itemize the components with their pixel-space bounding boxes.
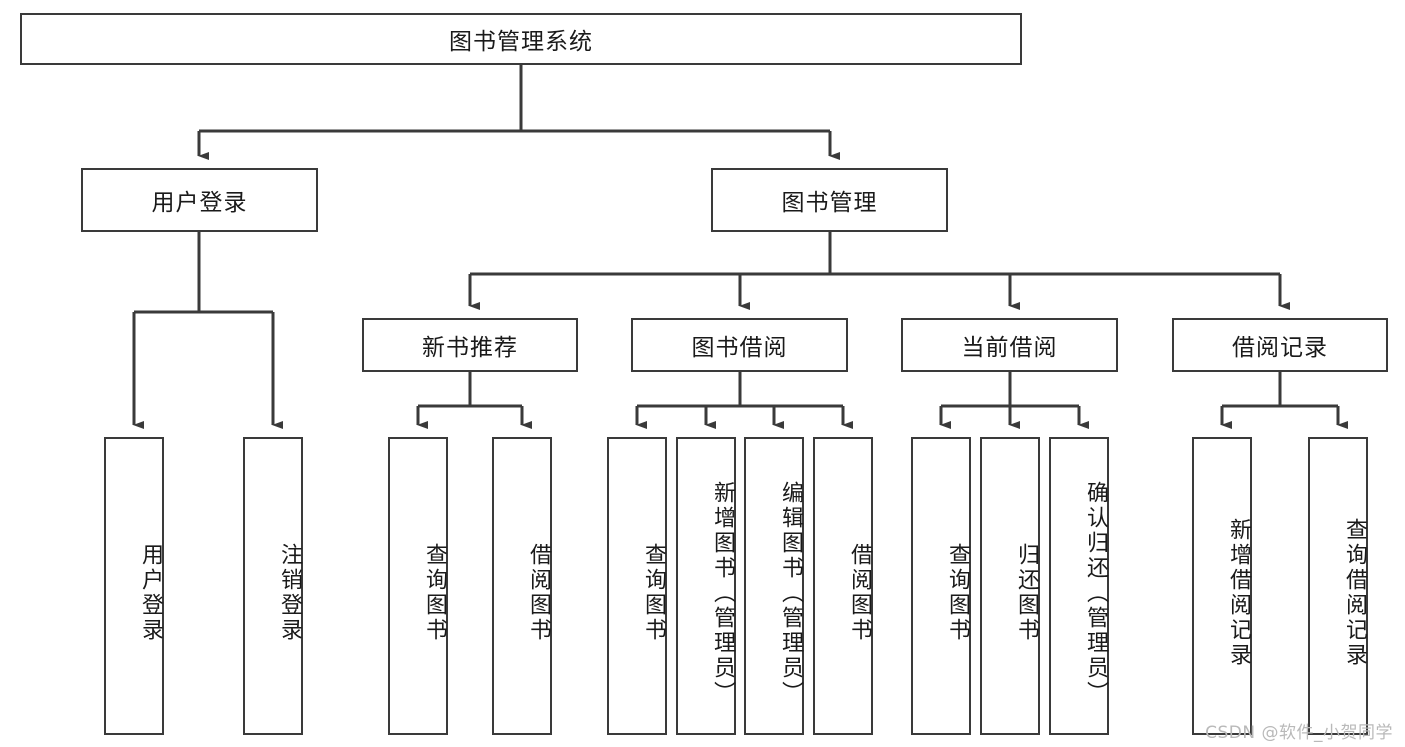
leaf-book-borrow-edit[interactable]: 编辑图书（管理员） [744, 437, 804, 735]
leaf-current-borrow-return[interactable]: 归还图书 [980, 437, 1040, 735]
leaf-book-borrow-borrow[interactable]: 借阅图书 [813, 437, 873, 735]
leaf-label: 查询借阅记录 [1342, 518, 1367, 668]
leaf-label: 新增借阅记录 [1226, 518, 1251, 668]
leaf-user-login-logout[interactable]: 注销登录 [243, 437, 303, 735]
leaf-label: 查询图书 [422, 543, 447, 643]
node-current-borrow[interactable]: 当前借阅 [901, 318, 1118, 372]
leaf-book-borrow-add[interactable]: 新增图书（管理员） [676, 437, 736, 735]
leaf-label: 新增图书（管理员） [710, 480, 735, 706]
node-root[interactable]: 图书管理系统 [20, 13, 1022, 65]
leaf-label: 查询图书 [641, 543, 666, 643]
node-user-login[interactable]: 用户登录 [81, 168, 318, 232]
leaf-label: 借阅图书 [526, 543, 551, 643]
leaf-label: 确认归还（管理员） [1083, 480, 1108, 706]
leaf-new-book-query[interactable]: 查询图书 [388, 437, 448, 735]
leaf-label: 借阅图书 [847, 543, 872, 643]
node-new-book-recommend[interactable]: 新书推荐 [362, 318, 578, 372]
leaf-label: 编辑图书（管理员） [778, 480, 803, 706]
node-book-manage[interactable]: 图书管理 [711, 168, 948, 232]
leaf-book-borrow-query[interactable]: 查询图书 [607, 437, 667, 735]
leaf-label: 归还图书 [1014, 543, 1039, 643]
node-borrow-record[interactable]: 借阅记录 [1172, 318, 1388, 372]
leaf-borrow-record-query[interactable]: 查询借阅记录 [1308, 437, 1368, 735]
leaf-label: 查询图书 [945, 543, 970, 643]
leaf-new-book-borrow[interactable]: 借阅图书 [492, 437, 552, 735]
leaf-user-login-login[interactable]: 用户登录 [104, 437, 164, 735]
leaf-borrow-record-add[interactable]: 新增借阅记录 [1192, 437, 1252, 735]
watermark: CSDN @软件_小贺同学 [1205, 723, 1393, 743]
leaf-current-borrow-confirm[interactable]: 确认归还（管理员） [1049, 437, 1109, 735]
node-book-borrow[interactable]: 图书借阅 [631, 318, 848, 372]
leaf-label: 注销登录 [277, 543, 302, 643]
leaf-current-borrow-query[interactable]: 查询图书 [911, 437, 971, 735]
leaf-label: 用户登录 [138, 543, 163, 643]
